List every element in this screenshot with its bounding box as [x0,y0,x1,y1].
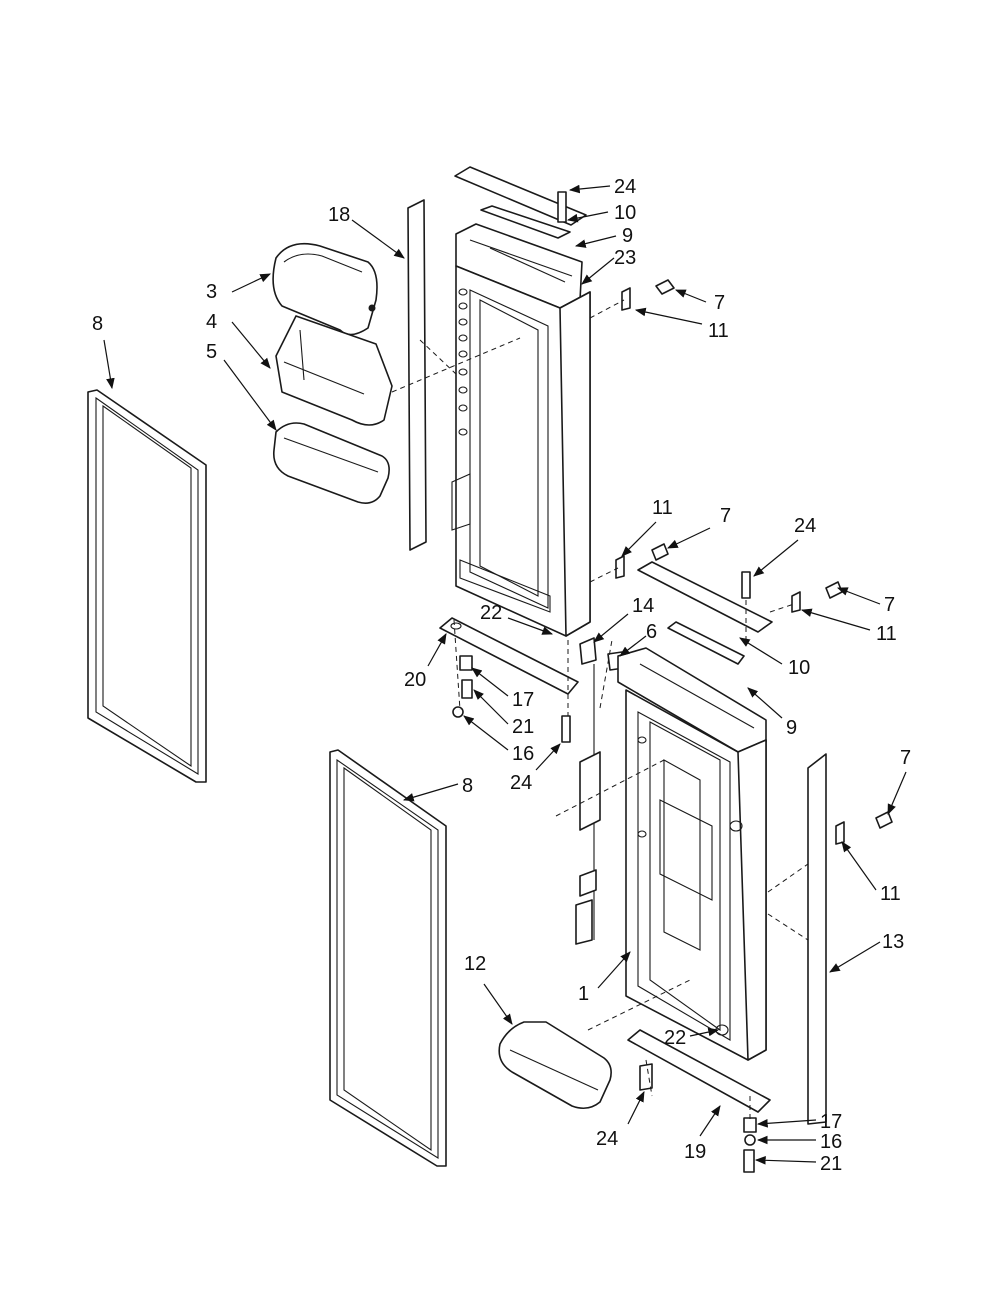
callout-5: 5 [206,341,217,363]
callout-8-left: 8 [92,313,103,335]
bin-3 [272,242,378,336]
callout-24-right: 24 [794,515,816,537]
callout-22-upper: 22 [480,602,502,624]
callout-13: 13 [882,931,904,953]
callout-11-d: 11 [880,883,901,905]
callout-24-top: 24 [614,176,636,198]
callout-1: 1 [578,983,589,1005]
bin-5 [272,422,390,504]
callout-23: 23 [614,247,636,269]
callout-9-lower: 9 [786,717,797,739]
door-gasket-left [87,389,207,783]
callout-18: 18 [328,204,350,226]
callout-17-lower: 17 [820,1111,842,1133]
callout-10-top: 10 [614,202,636,224]
callout-6: 6 [646,621,657,643]
callout-21-upper: 21 [512,716,534,738]
callout-12: 12 [464,953,486,975]
callout-9-top: 9 [622,225,633,247]
callout-22-lower: 22 [664,1027,686,1049]
callout-16-upper: 16 [512,743,534,765]
callout-24-mid: 24 [510,772,532,794]
callout-11-a: 11 [708,320,729,342]
callout-7-c: 7 [884,594,895,616]
callout-8-center: 8 [462,775,473,797]
lower-door [617,561,773,1061]
callout-11-c: 11 [876,623,897,645]
callout-7-b: 7 [720,505,731,527]
door-gasket-center [329,749,447,1167]
callout-16-lower: 16 [820,1131,842,1153]
hinge-rod [575,637,625,945]
strip-18 [407,199,427,551]
callout-3: 3 [206,281,217,303]
callout-11-b: 11 [652,497,673,519]
hardware [557,191,893,845]
callout-24-bottom: 24 [596,1128,618,1150]
strip-13 [807,753,827,1125]
bracket-20 [439,617,579,743]
callout-19: 19 [684,1141,706,1163]
callouts: 24 10 9 23 18 7 11 3 4 5 8 11 7 24 22 14… [92,176,911,1175]
callout-21-lower: 21 [820,1153,842,1175]
bracket-19 [627,1029,771,1173]
leader-lines [103,184,907,1165]
callout-20: 20 [404,669,426,691]
callout-14: 14 [632,595,654,617]
callout-4: 4 [206,311,217,333]
callout-10-lower: 10 [788,657,810,679]
callout-7-a: 7 [714,292,725,314]
upper-door [451,166,591,637]
bin-12 [498,1021,612,1110]
callout-17-upper: 17 [512,689,534,711]
alignment-lines [391,299,809,1120]
callout-7-d: 7 [900,747,911,769]
bin-4 [275,315,393,426]
